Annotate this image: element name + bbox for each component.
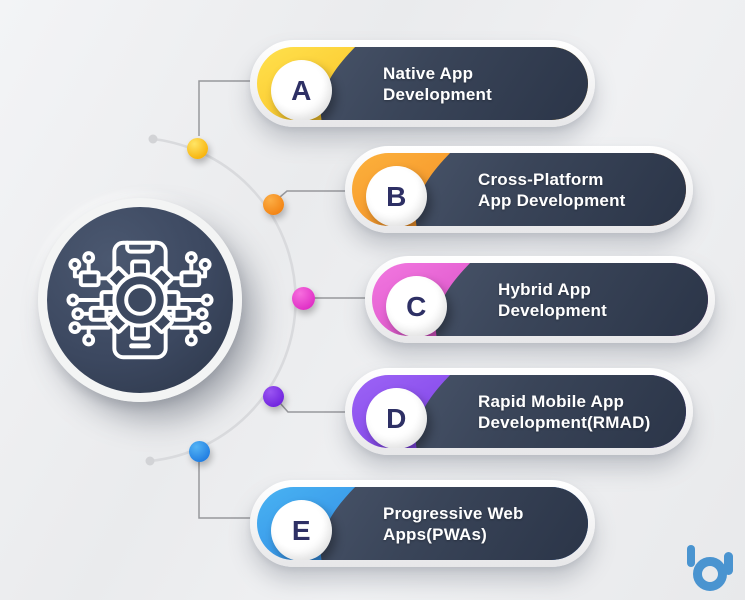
arc-endpoint-top xyxy=(148,134,158,144)
item-pill-e: Progressive Web Apps(PWAs) E xyxy=(250,480,595,567)
connector-b xyxy=(279,190,345,198)
item-title: Rapid Mobile App Development(RMAD) xyxy=(478,375,676,448)
item-title-line1: Progressive Web xyxy=(383,503,524,523)
item-title: Native App Development xyxy=(383,47,578,120)
central-hub xyxy=(38,198,242,402)
item-title-line1: Cross-Platform xyxy=(478,169,604,189)
item-dot-a xyxy=(186,137,208,159)
item-title-line1: Native App xyxy=(383,63,474,83)
item-title-line2: App Development xyxy=(478,190,626,210)
bi-logo-shapes xyxy=(687,545,733,591)
item-title-line2: Development xyxy=(498,300,607,320)
connector-e xyxy=(198,462,250,519)
item-pill-d: Rapid Mobile App Development(RMAD) D xyxy=(345,368,693,455)
item-pill-a: Native App Development A xyxy=(250,40,595,127)
letter-badge: D xyxy=(366,388,427,448)
item-title: Hybrid App Development xyxy=(498,263,698,336)
connector-a xyxy=(198,80,250,136)
phone-gear-circuit-icon xyxy=(66,240,214,360)
item-dot-d xyxy=(262,385,284,407)
letter-badge: C xyxy=(386,276,447,336)
letter-badge: B xyxy=(366,166,427,226)
item-dot-e xyxy=(188,440,210,462)
item-pill-b: Cross-Platform App Development B xyxy=(345,146,693,233)
item-title-line1: Hybrid App xyxy=(498,279,591,299)
letter-badge: E xyxy=(271,500,332,560)
pill-accent-c: Hybrid App Development C xyxy=(372,263,708,336)
item-title: Progressive Web Apps(PWAs) xyxy=(383,487,578,560)
letter-badge: A xyxy=(271,60,332,120)
item-dot-c xyxy=(291,286,315,310)
item-title-line2: Development xyxy=(383,84,492,104)
item-title: Cross-Platform App Development xyxy=(478,153,676,226)
item-title-line1: Rapid Mobile App xyxy=(478,391,625,411)
pill-accent-e: Progressive Web Apps(PWAs) E xyxy=(257,487,588,560)
bi-logo xyxy=(687,545,733,591)
pill-accent-d: Rapid Mobile App Development(RMAD) D xyxy=(352,375,686,448)
pill-accent-b: Cross-Platform App Development B xyxy=(352,153,686,226)
connector-d xyxy=(279,402,345,413)
item-pill-c: Hybrid App Development C xyxy=(365,256,715,343)
pill-accent-a: Native App Development A xyxy=(257,47,588,120)
arc-endpoint-bottom xyxy=(145,456,155,466)
item-title-line2: Development(RMAD) xyxy=(478,412,651,432)
item-title-line2: Apps(PWAs) xyxy=(383,524,487,544)
item-dot-b xyxy=(262,193,284,215)
